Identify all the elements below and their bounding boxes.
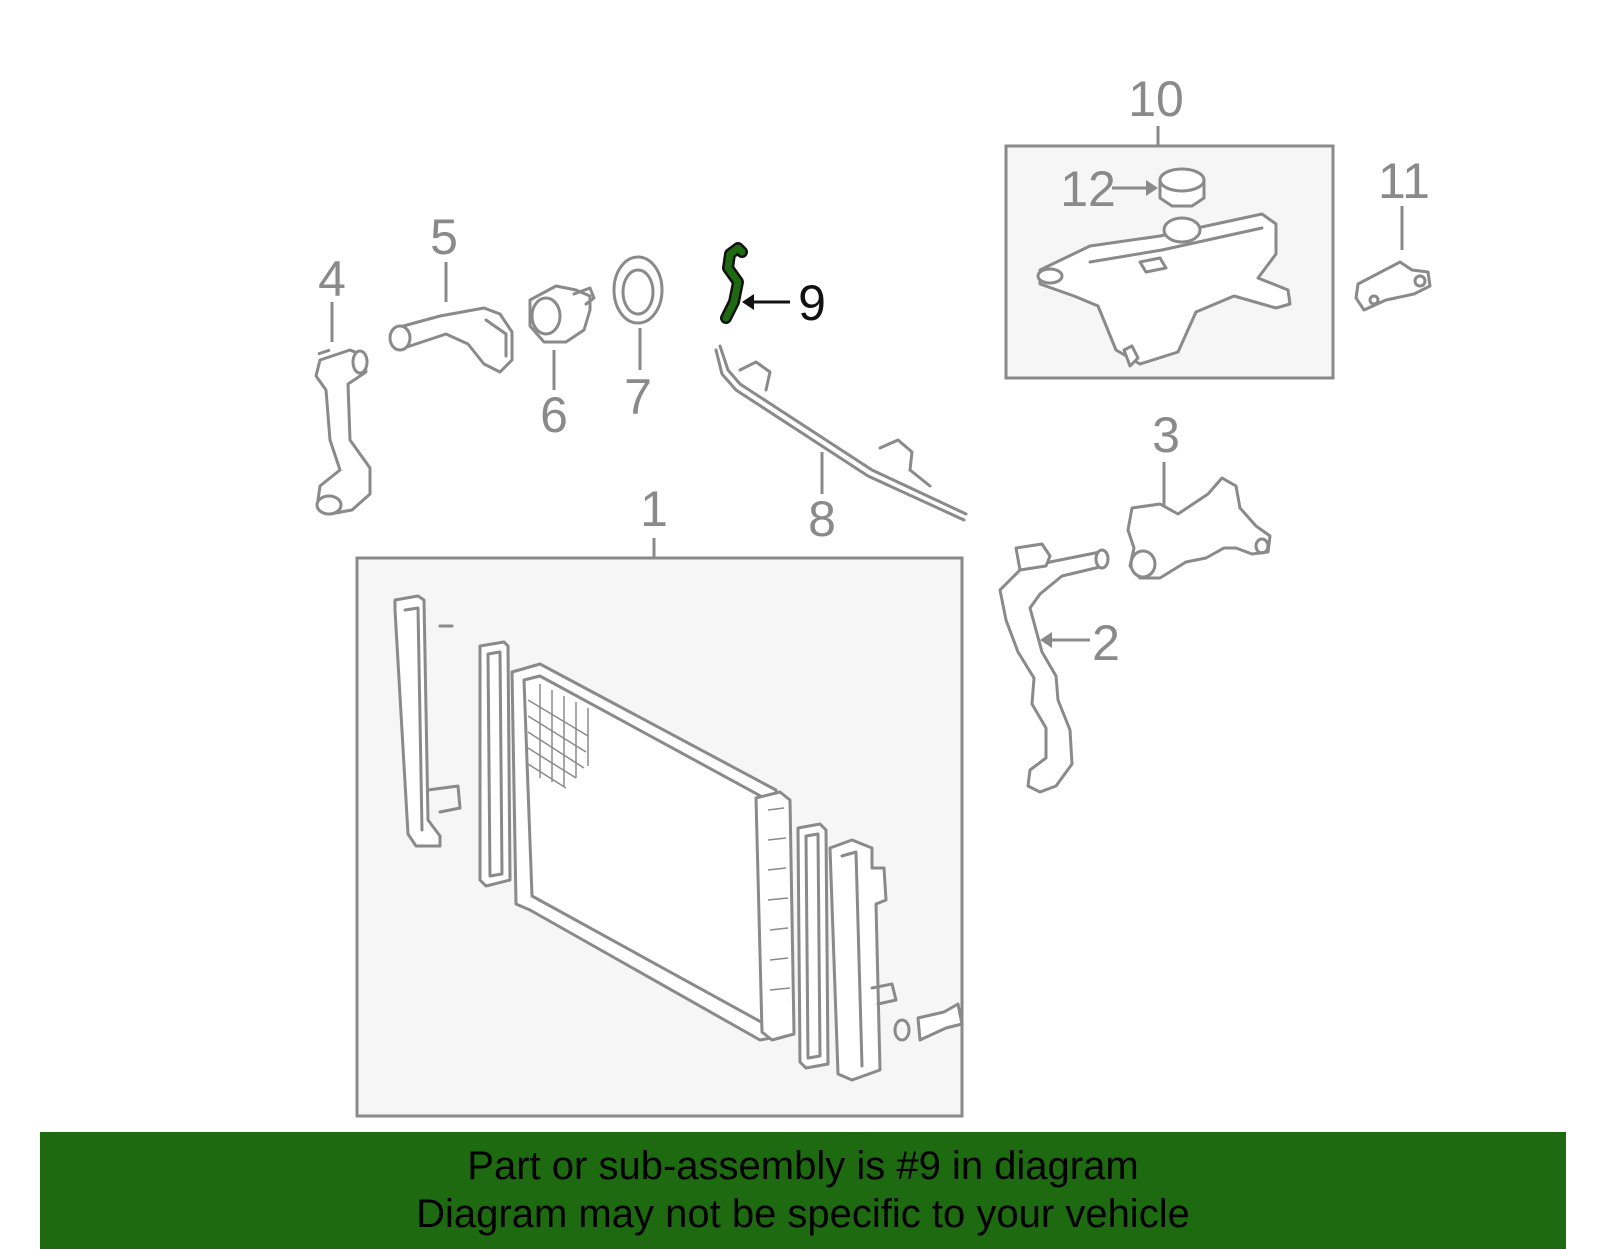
callout-9: 9 — [798, 275, 826, 331]
right-seal — [796, 822, 830, 1070]
part-9-hose-highlighted — [720, 242, 790, 324]
lower-hose — [314, 348, 372, 516]
callout-3: 3 — [1152, 407, 1180, 463]
callout-1: 1 — [640, 481, 668, 537]
upper-hose — [998, 550, 1106, 794]
info-banner: Part or sub-assembly is #9 in diagram Di… — [40, 1132, 1566, 1249]
gasket-inner — [621, 268, 655, 316]
callout-11: 11 — [1378, 153, 1430, 209]
callout-4: 4 — [318, 251, 346, 307]
banner-line-1: Part or sub-assembly is #9 in diagram — [467, 1144, 1139, 1188]
part-12-cap — [1112, 167, 1206, 208]
callout-5: 5 — [430, 209, 458, 265]
part-8-support-rod — [714, 344, 968, 522]
part-5-outlet — [388, 262, 514, 374]
core-fins — [527, 684, 589, 789]
water-outlet — [394, 306, 514, 374]
part-11-bracket — [1354, 206, 1432, 312]
part-1-radiator-assembly — [355, 538, 964, 1118]
part-3-inlet-housing — [1126, 462, 1272, 580]
left-tank — [393, 594, 442, 848]
part-7-gasket — [612, 255, 664, 370]
banner-line-2: Diagram may not be specific to your vehi… — [416, 1192, 1190, 1236]
arrow-9 — [742, 294, 754, 310]
drain-plug — [916, 1002, 964, 1042]
callout-12: 12 — [1060, 161, 1116, 217]
drain-o-ring — [893, 1018, 911, 1042]
callout-7: 7 — [624, 369, 652, 425]
callout-2: 2 — [1092, 615, 1120, 671]
part-2-hose — [998, 542, 1110, 794]
part-6-thermostat — [528, 284, 596, 390]
callout-6: 6 — [540, 387, 568, 443]
callout-10: 10 — [1128, 71, 1184, 127]
left-seal — [478, 640, 512, 888]
reservoir-tank — [1038, 212, 1292, 366]
highlighted-hose — [722, 244, 746, 322]
support-rod — [718, 344, 968, 516]
part-10-reservoir-assembly — [1004, 126, 1335, 380]
part-4-hose — [314, 302, 372, 516]
mount-bracket — [1354, 260, 1432, 312]
callout-8: 8 — [808, 491, 836, 547]
